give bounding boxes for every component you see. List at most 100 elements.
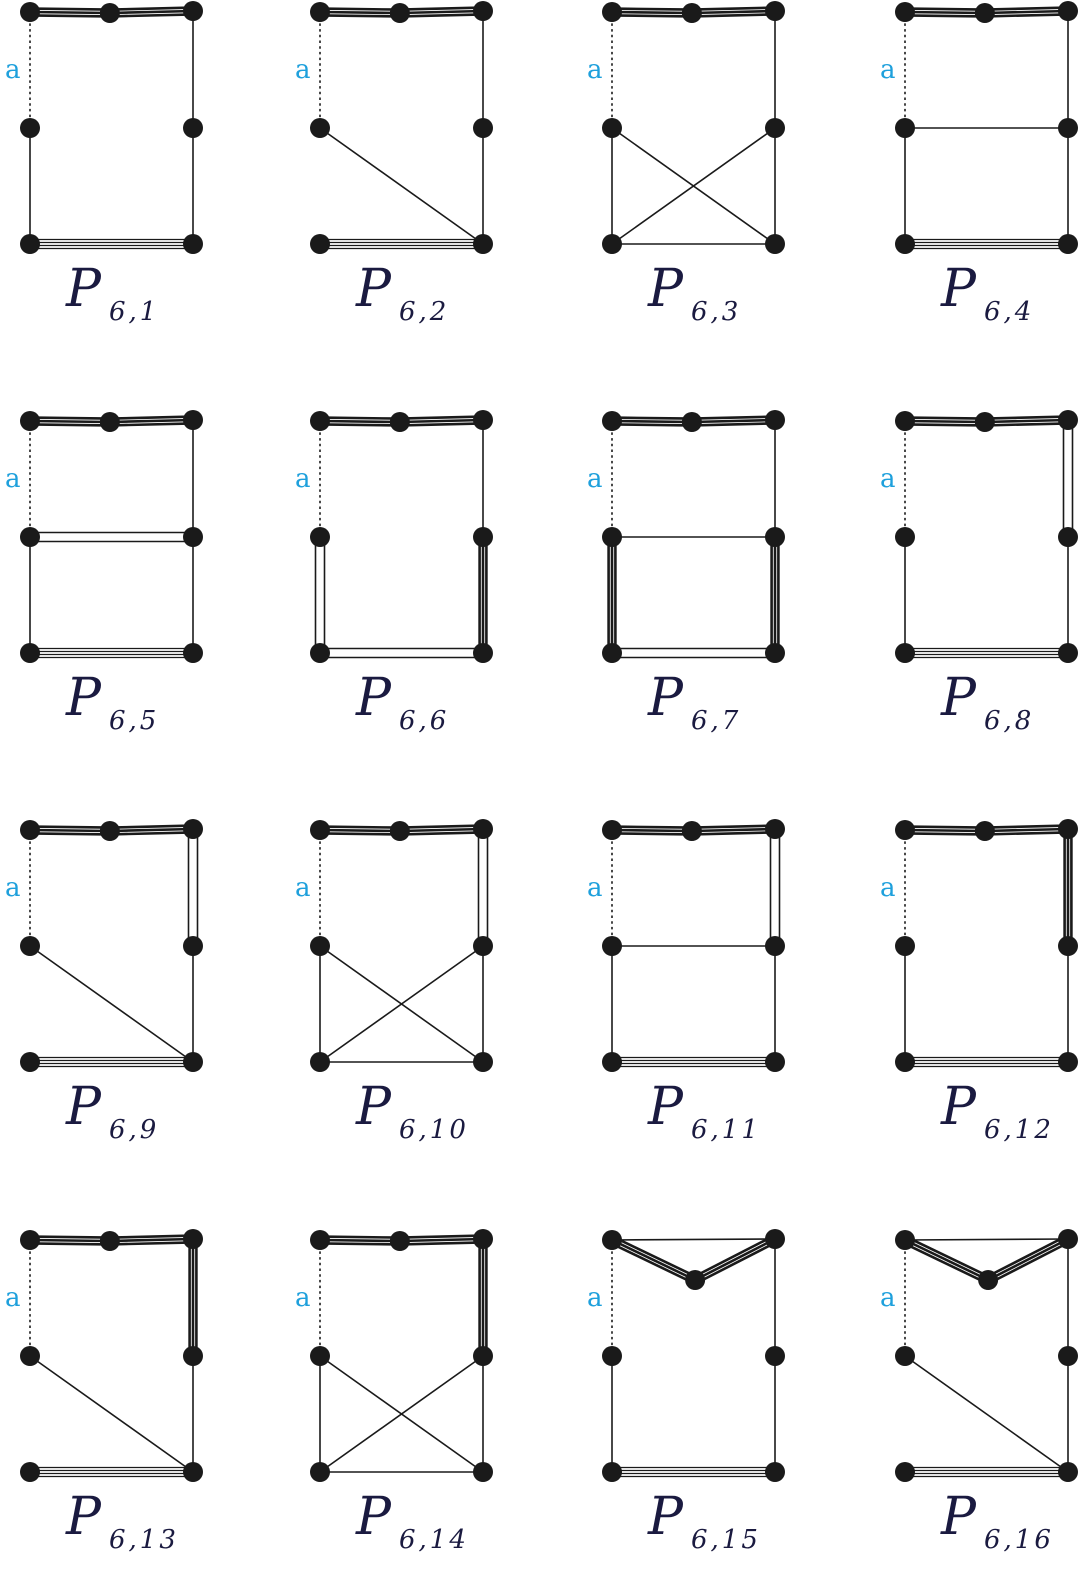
edge-5-s [319, 127, 484, 245]
vertex-a [310, 2, 330, 22]
graph-label-subscript: 6,15 [691, 1525, 761, 1555]
graph-label-main: P [65, 668, 102, 728]
vertex-label-a: a [295, 873, 311, 903]
vertex-g [765, 643, 785, 663]
edge-0-t3 [904, 416, 985, 427]
vertex-e [20, 1462, 40, 1482]
vertex-f [473, 118, 493, 138]
vertex-a [20, 820, 40, 840]
edge-1-t3 [109, 1234, 194, 1246]
vertex-g [1058, 1462, 1078, 1482]
vertex-a [20, 411, 40, 431]
vertex-label-a: a [5, 1283, 21, 1313]
vertex-g [1058, 234, 1078, 254]
edge-2-t3 [985, 1234, 1071, 1285]
vertex-e [20, 1052, 40, 1072]
edge-5-t3 [478, 537, 488, 653]
edge-0-t3 [611, 825, 692, 836]
graph-label-subscript: 6,8 [984, 706, 1034, 736]
vertex-c [765, 1229, 785, 1249]
edge-7-t2 [612, 647, 775, 659]
vertex-a [895, 2, 915, 22]
edge-3-t2 [477, 829, 489, 946]
vertex-label-a: a [295, 55, 311, 85]
edge-0-t3 [29, 7, 110, 18]
graph-label-main: P [940, 1487, 977, 1547]
edge-0-t3 [319, 416, 400, 427]
vertex-g [1058, 643, 1078, 663]
edge-0-t3 [611, 7, 692, 18]
vertex-f [473, 527, 493, 547]
edge-6-s [904, 1355, 1069, 1473]
vertex-c [1058, 1229, 1078, 1249]
edge-1-t3 [399, 1234, 484, 1246]
graph-label-subscript: 6,5 [109, 706, 159, 736]
vertex-e [20, 643, 40, 663]
vertex-c [1058, 1, 1078, 21]
edge-1-t3 [902, 1235, 991, 1285]
edge-5-t3 [607, 537, 617, 653]
vertex-e [602, 234, 622, 254]
vertex-b [389, 3, 410, 23]
graph-label-subscript: 6,4 [984, 297, 1034, 327]
vertex-f [765, 1346, 785, 1366]
graph-label-main: P [940, 259, 977, 319]
vertex-a [20, 1230, 40, 1250]
vertex-f [1058, 1346, 1078, 1366]
graph-label-main: P [65, 1487, 102, 1547]
vertex-c [183, 1229, 203, 1249]
vertex-g [183, 1462, 203, 1482]
vertex-d [20, 118, 40, 138]
vertex-b [99, 3, 120, 23]
edge-6-t3 [770, 537, 780, 653]
vertex-f [183, 118, 203, 138]
graph-label-subscript: 6,12 [984, 1115, 1054, 1145]
vertex-d [602, 118, 622, 138]
vertex-d [895, 1346, 915, 1366]
vertex-f [1058, 527, 1078, 547]
edge-6-t4 [905, 647, 1066, 659]
vertex-c [183, 819, 203, 839]
vertex-d [895, 118, 915, 138]
vertex-e [20, 234, 40, 254]
graph-label-subscript: 6,13 [109, 1525, 179, 1555]
vertex-f [473, 936, 493, 956]
vertex-b [974, 3, 995, 23]
vertex-e [895, 1462, 915, 1482]
vertex-a [895, 411, 915, 431]
vertex-e [310, 643, 330, 663]
edge-0-t3 [319, 1235, 400, 1246]
edge-7-t4 [612, 1056, 773, 1068]
graph-label-subscript: 6,9 [109, 1115, 159, 1145]
vertex-b [978, 1270, 999, 1290]
vertex-a [602, 411, 622, 431]
vertex-label-a: a [587, 1283, 603, 1313]
edge-0-t3 [611, 416, 692, 427]
edge-0-s [611, 1238, 776, 1241]
graph-label-subscript: 6,6 [399, 706, 449, 736]
edge-0-t3 [904, 825, 985, 836]
vertex-d [602, 527, 622, 547]
graph-label-main: P [940, 668, 977, 728]
graph-label-subscript: 6,2 [399, 297, 449, 327]
edge-6-t2 [320, 647, 483, 659]
